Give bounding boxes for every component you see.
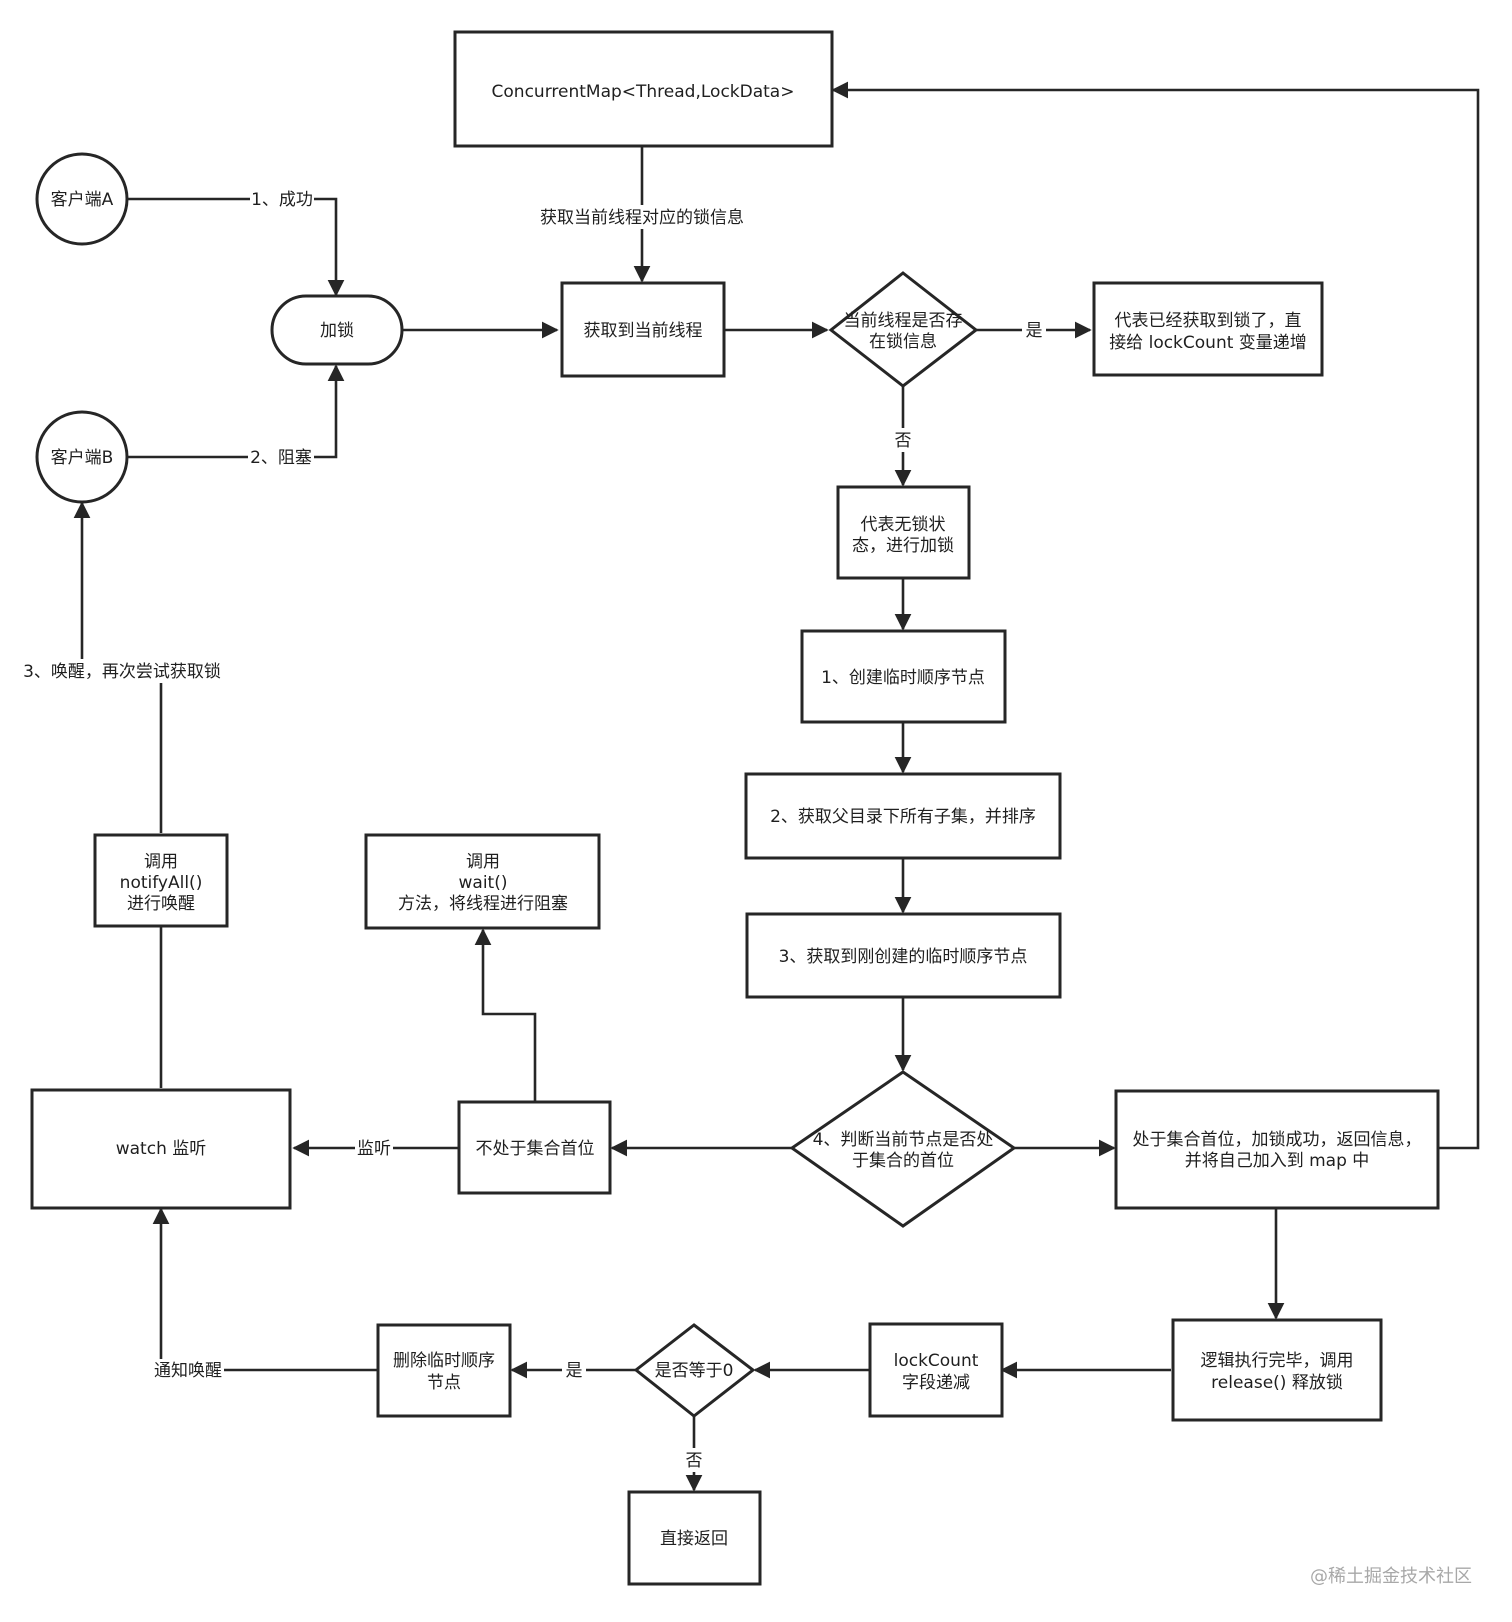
edge-not-first-to-wait bbox=[474, 928, 537, 1102]
node-lock-label: 加锁 bbox=[320, 321, 354, 341]
edge-label-wake-retry: 3、唤醒，再次尝试获取锁 bbox=[20, 659, 224, 683]
edge-label-notify-wake-text: 通知唤醒 bbox=[154, 1361, 222, 1381]
node-step2: 2、获取父目录下所有子集，并排序 bbox=[744, 772, 1062, 860]
edge-delete-to-watch bbox=[152, 1207, 378, 1372]
node-notify-call-line2: notifyAll() bbox=[120, 873, 203, 893]
node-decision-has-lock-info-line2: 在锁信息 bbox=[869, 332, 937, 352]
edge-client-a-to-lock bbox=[127, 197, 345, 297]
edge-label-no-return-text: 否 bbox=[686, 1451, 703, 1471]
node-notify-call: 调用 notifyAll() 进行唤醒 bbox=[93, 833, 229, 928]
node-decision-is-zero-label: 是否等于0 bbox=[655, 1361, 734, 1381]
node-decrement: lockCount 字段递减 bbox=[868, 1322, 1004, 1418]
node-no-lock: 代表无锁状 态，进行加锁 bbox=[836, 485, 971, 580]
edge-label-notify-wake: 通知唤醒 bbox=[152, 1359, 224, 1381]
edge-label-blocked-text: 2、阻塞 bbox=[250, 448, 312, 468]
nodes: ConcurrentMap<Thread,LockData> 客户端A 客户端B… bbox=[30, 30, 1440, 1586]
edge-first-to-map bbox=[831, 81, 1480, 1150]
node-step1: 1、创建临时顺序节点 bbox=[800, 629, 1007, 724]
node-reentrant: 代表已经获取到锁了，直 接给 lockCount 变量递增 bbox=[1092, 281, 1324, 377]
node-decision-step4-line1: 4、判断当前节点是否处 bbox=[813, 1130, 994, 1150]
node-client-b: 客户端B bbox=[35, 410, 129, 504]
node-decision-step4-line2: 于集合的首位 bbox=[852, 1151, 954, 1171]
node-first-in-set-line2: 并将自己加入到 map 中 bbox=[1185, 1151, 1370, 1171]
node-release: 逻辑执行完毕，调用 release() 释放锁 bbox=[1171, 1318, 1383, 1422]
node-decision-step4: 4、判断当前节点是否处 于集合的首位 bbox=[789, 1070, 1017, 1228]
edge-label-get-lock-info: 获取当前线程对应的锁信息 bbox=[538, 205, 746, 229]
edge-labels: 1、成功 2、阻塞 获取当前线程对应的锁信息 是 否 3、唤醒，再次尝试获取锁 … bbox=[20, 188, 1046, 1472]
node-step3-label: 3、获取到刚创建的临时顺序节点 bbox=[779, 947, 1028, 967]
node-decision-is-zero: 是否等于0 bbox=[633, 1323, 756, 1418]
edge-label-yes-delete-text: 是 bbox=[566, 1361, 583, 1381]
node-concurrent-map-label: ConcurrentMap<Thread,LockData> bbox=[492, 82, 795, 102]
edge-label-yes-delete: 是 bbox=[562, 1359, 586, 1381]
node-wait-call-line1: 调用 bbox=[466, 852, 500, 872]
edge-label-listen-text: 监听 bbox=[357, 1139, 391, 1159]
edge-label-success: 1、成功 bbox=[250, 188, 314, 210]
node-not-first: 不处于集合首位 bbox=[457, 1100, 612, 1195]
edge-label-success-text: 1、成功 bbox=[251, 190, 313, 210]
node-step1-label: 1、创建临时顺序节点 bbox=[821, 668, 985, 688]
node-delete-temp-line1: 删除临时顺序 bbox=[393, 1351, 495, 1371]
node-reentrant-line2: 接给 lockCount 变量递增 bbox=[1109, 333, 1307, 353]
edge-label-listen: 监听 bbox=[355, 1137, 393, 1159]
node-watch-label: watch 监听 bbox=[116, 1139, 207, 1159]
node-release-line2: release() 释放锁 bbox=[1211, 1373, 1343, 1393]
node-notify-call-line3: 进行唤醒 bbox=[127, 894, 195, 914]
edge-label-no-new: 否 bbox=[891, 428, 915, 452]
node-delete-temp: 删除临时顺序 节点 bbox=[376, 1323, 512, 1418]
node-no-lock-line2: 态，进行加锁 bbox=[852, 536, 954, 556]
edge-client-b-to-lock bbox=[127, 364, 345, 459]
node-step3: 3、获取到刚创建的临时顺序节点 bbox=[745, 912, 1062, 999]
node-wait-call-line2: wait() bbox=[459, 873, 508, 893]
node-client-a-label: 客户端A bbox=[51, 190, 114, 210]
node-wait-call-line3: 方法，将线程进行阻塞 bbox=[398, 894, 568, 914]
node-decrement-line2: 字段递减 bbox=[902, 1373, 970, 1393]
node-first-in-set: 处于集合首位，加锁成功，返回信息， 并将自己加入到 map 中 bbox=[1114, 1089, 1440, 1210]
node-release-line1: 逻辑执行完毕，调用 bbox=[1201, 1351, 1354, 1371]
edge-label-no-return: 否 bbox=[682, 1448, 706, 1472]
edge-label-yes-reentrant: 是 bbox=[1022, 319, 1046, 341]
node-no-lock-line1: 代表无锁状 bbox=[861, 515, 946, 535]
node-decrement-line1: lockCount bbox=[894, 1351, 979, 1371]
node-reentrant-line1: 代表已经获取到锁了，直 bbox=[1115, 311, 1302, 331]
edge-label-yes-reentrant-text: 是 bbox=[1026, 321, 1043, 341]
edge-label-no-new-text: 否 bbox=[895, 431, 912, 451]
node-get-thread-label: 获取到当前线程 bbox=[584, 321, 703, 341]
node-wait-call: 调用 wait() 方法，将线程进行阻塞 bbox=[364, 833, 601, 930]
edge-label-get-lock-info-text: 获取当前线程对应的锁信息 bbox=[540, 208, 744, 228]
node-client-b-label: 客户端B bbox=[51, 448, 114, 468]
node-return-direct-label: 直接返回 bbox=[660, 1529, 728, 1549]
node-first-in-set-line1: 处于集合首位，加锁成功，返回信息， bbox=[1133, 1130, 1422, 1150]
node-step2-label: 2、获取父目录下所有子集，并排序 bbox=[770, 807, 1036, 827]
node-concurrent-map: ConcurrentMap<Thread,LockData> bbox=[453, 30, 834, 148]
node-not-first-label: 不处于集合首位 bbox=[476, 1139, 595, 1159]
node-return-direct: 直接返回 bbox=[627, 1490, 762, 1586]
node-notify-call-line1: 调用 bbox=[144, 852, 178, 872]
node-decision-has-lock-info: 当前线程是否存 在锁信息 bbox=[828, 271, 979, 388]
watermark-text: @稀土掘金技术社区 bbox=[1310, 1566, 1472, 1587]
node-client-a: 客户端A bbox=[35, 152, 129, 246]
node-decision-has-lock-info-line1: 当前线程是否存 bbox=[844, 311, 963, 331]
edge-label-blocked: 2、阻塞 bbox=[248, 446, 314, 468]
node-lock: 加锁 bbox=[270, 294, 404, 366]
node-get-thread: 获取到当前线程 bbox=[560, 281, 726, 378]
node-watch: watch 监听 bbox=[30, 1088, 292, 1210]
node-delete-temp-line2: 节点 bbox=[427, 1373, 461, 1393]
edge-label-wake-retry-text: 3、唤醒，再次尝试获取锁 bbox=[23, 662, 221, 682]
